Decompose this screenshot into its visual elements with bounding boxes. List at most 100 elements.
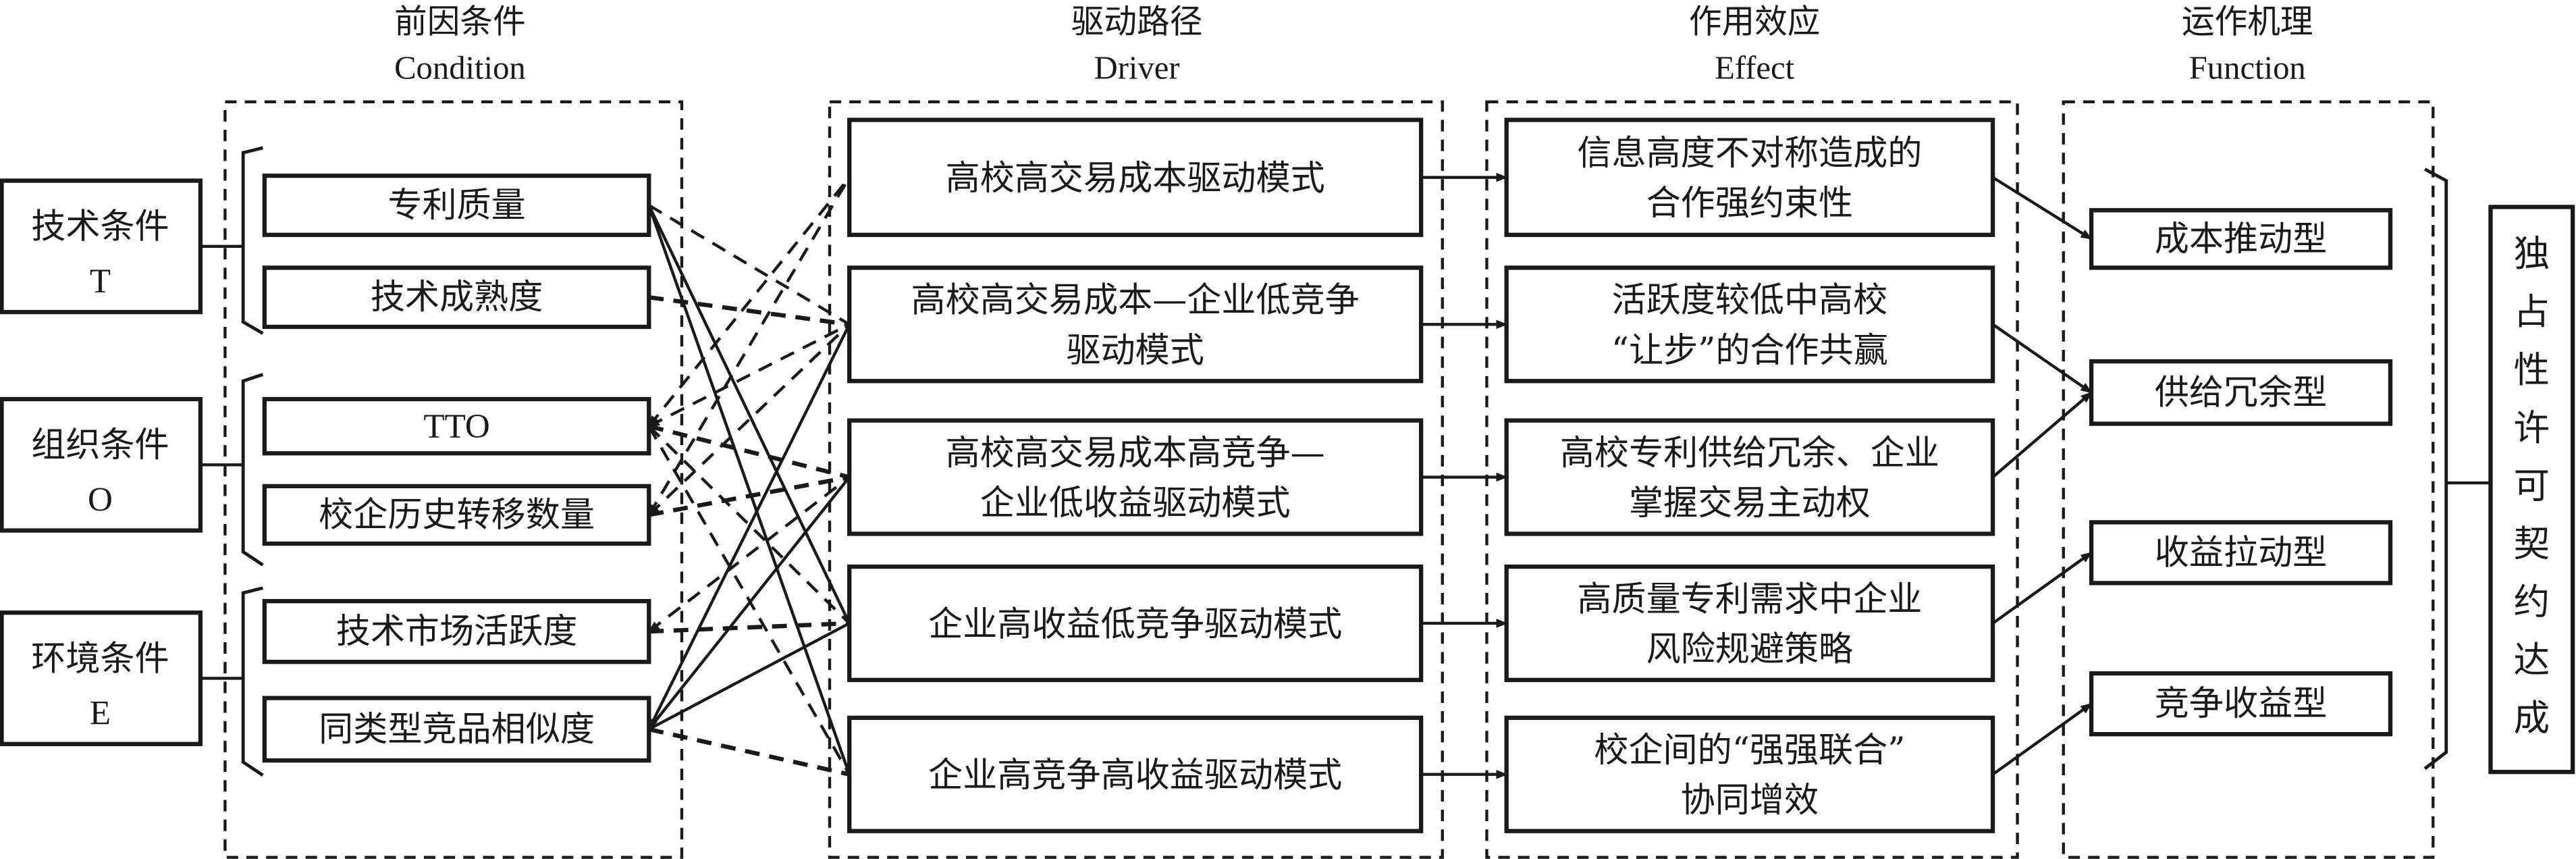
category-environment: 环境条件 E [0,610,203,746]
effect-label: 校企间的“强强联合” [1594,731,1905,771]
outcome-char: 成 [2514,696,2550,739]
driver-label: 驱动模式 [1066,331,1204,371]
effect-function-link [1991,551,2093,625]
effect-function-link [1991,702,2093,776]
effect-label: 信息高度不对称造成的 [1577,134,1922,174]
function-item: 供给冗余型 [2089,359,2393,426]
effect-group-frame [1485,100,2019,859]
effect-label: 协同增效 [1681,781,1819,821]
outcome-char: 达 [2514,639,2550,681]
condition-group-frame [223,100,684,859]
condition-box [262,396,651,456]
header-condition: 前因条件 Condition [394,3,526,86]
condition-label: TTO [423,407,489,446]
condition-item: 技术市场活跃度 [262,598,651,665]
function-label: 供给冗余型 [2155,373,2327,413]
condition-driver-link [649,621,850,634]
driver-label: 高校高交易成本高竞争— [946,434,1325,473]
category-label: 环境条件 [31,639,169,679]
function-label: 成本推动型 [2155,219,2327,259]
condition-driver-link [648,727,850,777]
effect-label: 活跃度较低中高校 [1611,281,1887,321]
connection-lines [647,172,2093,779]
condition-label: 同类型竞品相似度 [319,710,595,750]
effect-label: 掌握交易主动权 [1629,484,1871,523]
condition-driver-link [648,424,850,479]
function-bracket [2423,167,2448,771]
driver-box [847,118,1424,237]
condition-driver-link [647,425,851,625]
outcome-label: 独占性许可契约达成 [2514,232,2550,739]
effect-box [1504,118,1995,237]
driver-label: 企业高收益低竞争驱动模式 [928,604,1342,644]
condition-driver-link [647,476,851,731]
driver-box [847,715,1424,833]
driver-box [847,564,1424,683]
condition-driver-link [648,622,851,731]
outcome-char: 占 [2514,290,2550,333]
category-code: T [90,262,111,301]
condition-driver-link [647,323,851,517]
column-headers: 前因条件 Condition 驱动路径 Driver 作用效应 Effect 运… [394,3,2313,86]
outcome-box: 独占性许可契约达成 [2488,205,2575,775]
condition-driver-link [648,475,850,517]
effect-function-link [1991,391,2093,479]
category-box [0,178,203,315]
header-en: Effect [1715,50,1794,86]
function-item: 成本推动型 [2089,208,2393,270]
category-box [0,610,203,746]
effect-label: “让步”的合作共赢 [1611,331,1888,371]
header-en: Driver [1094,50,1180,86]
function-box [2089,520,2393,585]
condition-driver-link [648,204,851,326]
effect-label: 高校专利供给冗余、企业 [1560,434,1939,473]
condition-box [262,598,651,665]
condition-driver-link [647,176,851,427]
condition-label: 技术市场活跃度 [336,612,578,652]
header-en: Function [2189,50,2306,86]
effect-label: 风险规避策略 [1646,629,1854,669]
driver-item: 高校高交易成本高竞争—企业低收益驱动模式 [847,418,1424,536]
driver-label: 高校高交易成本—企业低竞争 [911,281,1360,321]
effect-label: 合作强约束性 [1646,184,1854,224]
driver-label: 高校高交易成本驱动模式 [946,159,1325,199]
bracket-organization [241,373,264,567]
effect-box [1504,265,1995,384]
header-cn: 驱动路径 [1071,3,1203,41]
bracket-technology [241,146,264,335]
effect-boxes: 信息高度不对称造成的合作强约束性活跃度较低中高校“让步”的合作共赢高校专利供给冗… [1504,118,1995,833]
outcome-char: 可 [2514,465,2550,507]
driver-label: 企业高竞争高收益驱动模式 [928,756,1342,796]
effect-item: 校企间的“强强联合” 协同增效 [1504,715,1995,833]
outcome-char: 性 [2514,348,2550,391]
bracket-environment [241,586,264,777]
condition-item: TTO [262,396,651,456]
condition-item: 专利质量 [262,174,651,237]
function-item: 竞争收益型 [2089,671,2393,737]
condition-item: 校企历史转移数量 [262,484,651,546]
category-brackets [200,146,264,777]
condition-driver-link [647,176,851,516]
driver-box [847,265,1424,384]
category-label: 组织条件 [31,425,169,465]
effect-box [1504,715,1995,833]
function-label: 竞争收益型 [2155,684,2327,724]
function-item: 收益拉动型 [2089,520,2393,585]
outcome-char: 契 [2514,523,2550,565]
driver-group-frame [828,100,1444,859]
function-group-frame [2062,100,2435,859]
condition-box [262,484,651,546]
effect-box [1504,418,1995,536]
category-code: O [88,480,113,519]
driver-item: 企业高竞争高收益驱动模式 [847,715,1424,833]
effect-item: 活跃度较低中高校 “让步”的合作共赢 [1504,265,1995,384]
category-box [0,396,203,533]
category-label: 技术条件 [31,207,169,247]
outcome-char: 独 [2514,232,2550,275]
